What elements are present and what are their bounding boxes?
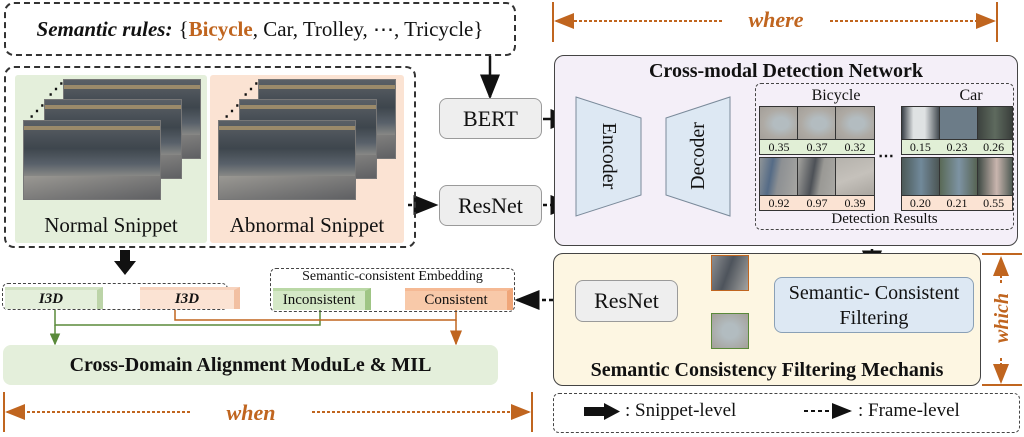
abnormal-snippet-panel: ⋰ ⋰ Abnormal Snippet [210, 75, 404, 243]
normal-snippet-label: Normal Snippet [44, 212, 178, 237]
score: 0.32 [844, 139, 866, 154]
encoder-shape [575, 96, 642, 217]
thumb-bicycle-r1-2 [797, 106, 837, 141]
thumb-bicycle-r2-1 [759, 157, 799, 197]
resnet-block-top: ResNet [439, 185, 542, 226]
inconsistent-embedding: Inconsistent [273, 288, 371, 310]
filtering-title: Semantic Consistency Filtering Mechanis [590, 358, 944, 381]
detection-results-label: Detection Results [831, 210, 938, 227]
thumb-car-r1-2 [939, 106, 979, 141]
score: 0.15 [909, 139, 931, 154]
i3d-normal-feature: I3D [5, 287, 103, 309]
score: 0.20 [909, 195, 931, 210]
score: 0.97 [806, 195, 828, 210]
abnormal-frame-1 [218, 120, 356, 200]
stack-ellipsis-icon: ⋰ [224, 103, 240, 120]
stack-ellipsis-icon: ⋰ [48, 81, 64, 98]
legend-snippet-arrow-head [604, 403, 620, 420]
filtered-abnormal-frame [711, 255, 749, 291]
legend-snippet-arrow-shaft [584, 407, 606, 416]
semantic-embedding-box: Semantic-consistent Embedding [270, 268, 515, 312]
scores-bicycle-row1: 0.35 0.37 0.32 [759, 139, 875, 155]
score: 0.23 [946, 139, 968, 154]
semantic-consistent-filtering-box: Semantic- Consistent Filtering [774, 277, 974, 333]
semantic-rule-highlight: Bicycle [188, 16, 253, 41]
filtering-box-line2: Filtering [839, 307, 909, 329]
thumb-car-r2-3 [977, 157, 1013, 197]
normal-frame-1 [23, 120, 161, 200]
semantic-rules-label: Semantic rules: [36, 16, 173, 41]
scores-car-row2: 0.20 0.21 0.55 [901, 195, 1013, 211]
stack-ellipsis-icon: ⋰ [29, 103, 45, 120]
green-connector [54, 310, 321, 326]
score: 0.26 [983, 139, 1005, 154]
encoder-label: Encoder [598, 122, 621, 190]
detection-results-box: Bicycle Car 0.35 0.37 0.32 0.92 0.97 0.3… [755, 83, 1014, 230]
where-label: where [748, 7, 804, 32]
score: 0.37 [806, 139, 828, 154]
thumb-car-r1-1 [901, 106, 941, 141]
thumb-bicycle-r1-1 [759, 106, 799, 141]
cross-modal-title: Cross-modal Detection Network [648, 59, 924, 82]
legend-frame-level: : Frame-level [858, 400, 960, 421]
group-label-bicycle: Bicycle [811, 87, 861, 104]
thumb-car-r2-1 [901, 157, 941, 197]
semantic-rules-box: Semantic rules: { Bicycle , Car, Trolley… [4, 2, 516, 56]
stack-ellipsis-icon: ⋰ [243, 81, 259, 98]
group-label-car: Car [959, 87, 983, 104]
orange-connector [174, 310, 457, 321]
score: 0.92 [768, 195, 790, 210]
embedding-title: Semantic-consistent Embedding [302, 269, 483, 284]
cross-domain-alignment-module: Cross-Domain Alignment ModuLe & MIL [3, 345, 498, 385]
snippet-level-arrow-head [114, 261, 136, 275]
results-ellipsis: ⋯ [878, 148, 894, 165]
snippet-level-arrow-shaft [120, 250, 130, 262]
thumb-bicycle-r2-2 [797, 157, 837, 197]
thumb-car-r1-3 [977, 106, 1013, 141]
thumb-bicycle-r1-3 [835, 106, 875, 141]
score: 0.21 [946, 195, 968, 210]
score: 0.39 [844, 195, 866, 210]
score: 0.55 [983, 195, 1005, 210]
which-label: which [990, 292, 1013, 344]
semantic-rules-open-brace: { [178, 16, 189, 41]
decoder-label: Decoder [686, 122, 709, 190]
when-label: when [226, 400, 276, 425]
decoder-shape [665, 96, 731, 217]
bert-block: BERT [439, 98, 542, 139]
filtering-box-line1: Semantic- Consistent [788, 282, 960, 304]
consistent-embedding: Consistent [405, 288, 513, 310]
legend-box [553, 393, 1020, 433]
scores-car-row1: 0.15 0.23 0.26 [901, 139, 1013, 155]
i3d-abnormal-feature: I3D [140, 287, 240, 309]
filtered-normal-frame [711, 313, 749, 349]
thumb-car-r2-2 [939, 157, 979, 197]
scores-bicycle-row2: 0.92 0.97 0.39 [759, 195, 875, 211]
semantic-rules-list: , Car, Trolley, ⋯, Tricycle} [252, 16, 484, 41]
legend-snippet-level: : Snippet-level [625, 400, 737, 421]
thumb-bicycle-r2-3 [835, 157, 875, 197]
resnet-block-bottom: ResNet [575, 280, 678, 322]
score: 0.35 [768, 139, 790, 154]
snippets-container [4, 66, 416, 248]
normal-snippet-panel: ⋰ ⋰ Normal Snippet [15, 75, 207, 243]
abnormal-snippet-label: Abnormal Snippet [229, 212, 385, 237]
